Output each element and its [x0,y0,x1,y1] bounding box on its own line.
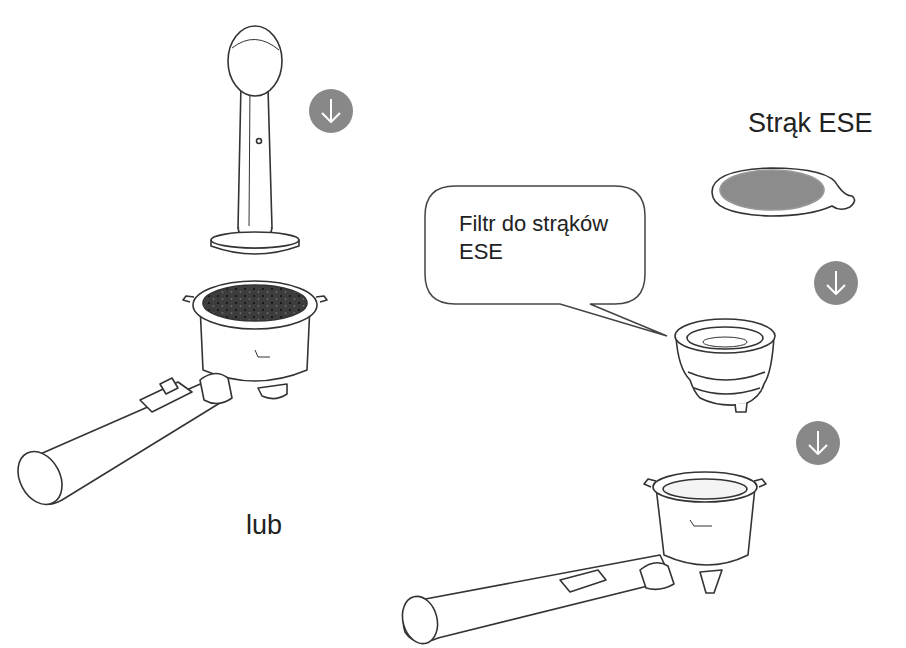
down-arrow [796,421,840,465]
callout-bubble: Filtr do strąków ESE [425,186,645,314]
bubble-outline [425,186,645,314]
bubble-outline [425,186,667,336]
portafilter [397,472,766,648]
ese-filter [675,319,775,412]
part-label: lub [246,510,282,541]
part-label: Strąk ESE [748,108,873,139]
tamper [211,26,299,254]
portafilter [9,281,327,512]
down-arrow [814,261,858,305]
callout-text: Filtr do strąków ESE [459,210,609,266]
down-arrow [309,89,353,133]
ese-pod [712,168,855,216]
